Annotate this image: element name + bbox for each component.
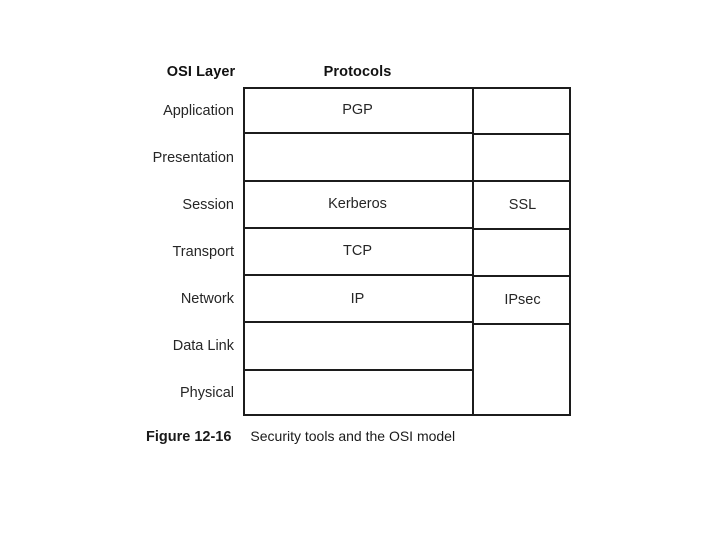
layer-label-session: Session [182, 196, 234, 213]
header-protocols: Protocols [323, 64, 392, 80]
protocol-cell-session-primary: Kerberos [243, 182, 472, 229]
protocol-cell-presentation-secondary [474, 135, 571, 183]
protocol-cell-session-secondary: SSL [474, 182, 571, 230]
grid-outer-border [243, 87, 571, 416]
header-osi-layer: OSI Layer [166, 64, 236, 80]
protocol-cell-data-link-primary [243, 323, 472, 371]
protocol-cell-application-secondary [474, 87, 571, 135]
protocol-cell-application-primary: PGP [243, 87, 472, 135]
osi-layer-label-column: Application Presentation Session Transpo… [133, 87, 235, 416]
layer-label-data-link: Data Link [172, 337, 234, 354]
protocol-cell-transport-primary: TCP [243, 229, 472, 277]
figure-caption: Figure 12-16 Security tools and the OSI m… [146, 428, 455, 445]
figure-caption-text: Security tools and the OSI model [250, 428, 456, 444]
protocol-cell-network-primary: IP [243, 276, 472, 324]
layer-label-presentation: Presentation [152, 149, 234, 166]
layer-label-transport: Transport [172, 243, 234, 260]
layer-label-physical: Physical [180, 384, 234, 401]
protocol-cell-transport-secondary [474, 230, 571, 278]
protocol-cell-presentation-primary [243, 134, 472, 182]
protocol-grid: PGP Kerberos TCP IP SSL IPsec [243, 87, 571, 416]
layer-label-application: Application [163, 102, 234, 119]
figure-caption-label: Figure 12-16 [146, 429, 232, 445]
protocol-column-primary: PGP Kerberos TCP IP [243, 87, 472, 416]
protocol-cell-network-secondary: IPsec [474, 277, 571, 325]
protocol-column-secondary: SSL IPsec [472, 87, 571, 416]
layer-label-network: Network [180, 290, 234, 307]
